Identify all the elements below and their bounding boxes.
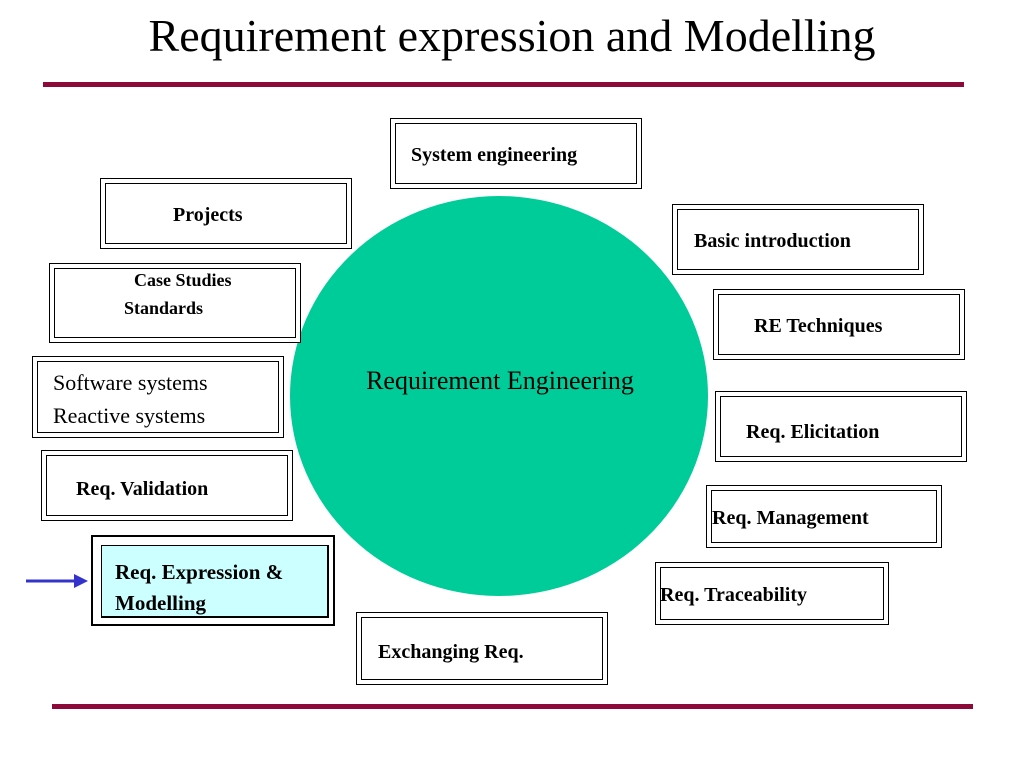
box-re-techniques: RE Techniques [713, 289, 965, 360]
label-req-expression-line1: Req. Expression & [115, 560, 284, 584]
current-topic-highlight [101, 545, 329, 618]
label-software-systems: Software systems [53, 370, 208, 395]
box-req-traceability: Req. Traceability [655, 562, 889, 625]
label-standards: Standards [124, 298, 204, 318]
right-arrow-icon [26, 574, 88, 588]
label-basic-introduction: Basic introduction [694, 230, 851, 252]
box-req-validation: Req. Validation [41, 450, 293, 521]
label-reactive-systems: Reactive systems [53, 403, 206, 428]
box-basic-introduction: Basic introduction [672, 204, 924, 275]
center-circle [290, 196, 708, 596]
box-projects: Projects [100, 178, 352, 249]
box-req-management: Req. Management [706, 485, 942, 548]
box-software-reactive-systems: Software systems Reactive systems [32, 356, 284, 438]
box-case-studies-standards: Case Studies Standards [49, 263, 301, 343]
label-system-engineering: System engineering [411, 144, 578, 166]
label-projects: Projects [173, 204, 243, 226]
slide-title: Requirement expression and Modelling [148, 10, 876, 61]
label-req-management: Req. Management [712, 507, 869, 529]
label-req-expression-line2: Modelling [115, 591, 207, 615]
label-re-techniques: RE Techniques [754, 315, 883, 337]
center-label: Requirement Engineering [366, 366, 634, 395]
label-req-elicitation: Req. Elicitation [746, 421, 880, 443]
label-req-validation: Req. Validation [76, 478, 209, 500]
box-system-engineering: System engineering [390, 118, 642, 189]
box-req-expression-modelling: Req. Expression & Modelling [91, 535, 335, 626]
label-exchanging-req: Exchanging Req. [378, 641, 524, 663]
bottom-divider [52, 704, 973, 709]
label-case-studies: Case Studies [134, 270, 232, 290]
box-exchanging-req: Exchanging Req. [356, 612, 608, 685]
label-req-traceability: Req. Traceability [660, 584, 808, 606]
box-req-elicitation: Req. Elicitation [715, 391, 967, 462]
top-divider [43, 82, 964, 87]
